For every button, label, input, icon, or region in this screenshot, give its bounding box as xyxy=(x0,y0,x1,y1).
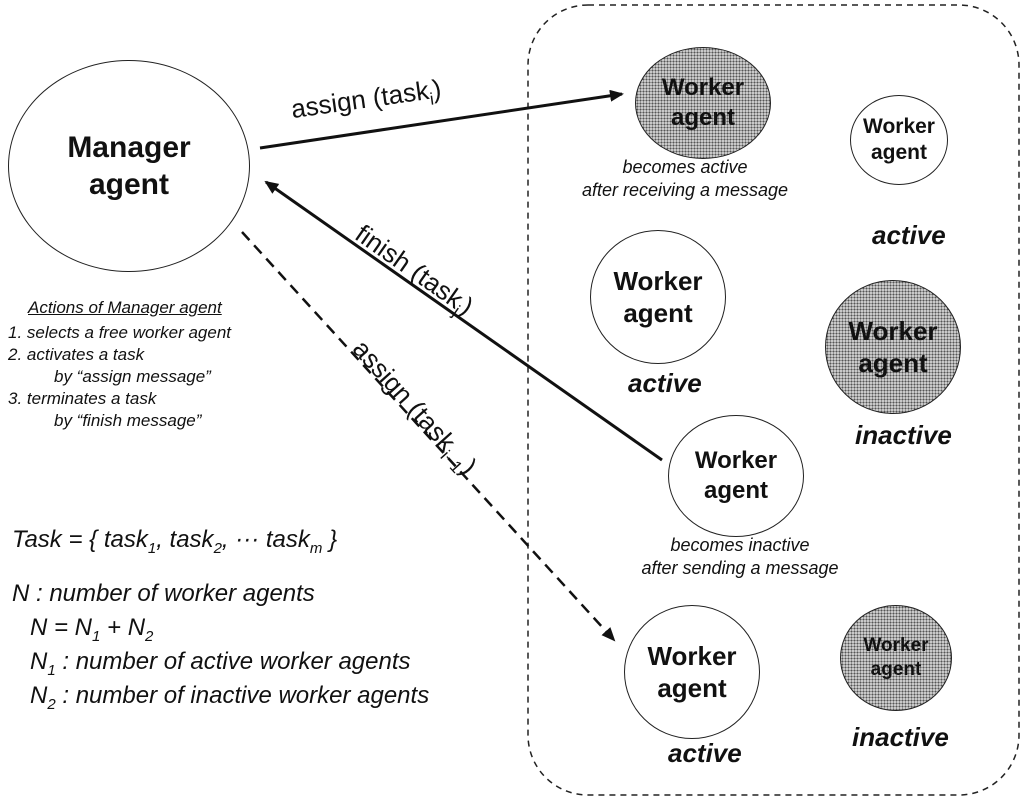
worker-agent: Worker agent xyxy=(668,415,804,537)
worker-label-line2: agent xyxy=(703,477,768,504)
caption-line2: after receiving a message xyxy=(581,180,789,201)
worker-caption: becomes inactive after sending a message xyxy=(595,534,885,581)
worker-label-line1: Worker xyxy=(848,315,938,346)
worker-state-label: inactive xyxy=(852,722,949,752)
assign-arrow xyxy=(259,89,624,150)
action-item: 2. activates a task xyxy=(8,345,145,365)
n-definition: N : number of worker agents xyxy=(12,580,315,607)
finish-arrow xyxy=(264,180,663,462)
action-item: 1. selects a free worker agent xyxy=(8,323,232,342)
n-equation: N = N1 + N2 xyxy=(30,614,154,645)
worker-label-line2: agent xyxy=(670,104,735,131)
worker-label-line2: agent xyxy=(623,298,693,328)
actions-title: Actions of Manager agent xyxy=(28,298,222,317)
worker-label-line1: Worker xyxy=(863,114,935,138)
worker-state-label: active xyxy=(668,738,742,768)
worker-label-line1: Worker xyxy=(661,74,745,101)
action-item-detail: by “assign message” xyxy=(54,367,211,387)
worker-agent: Worker agent xyxy=(590,230,726,364)
n1-definition: N1 : number of active worker agents xyxy=(30,648,411,679)
worker-pool-boundary xyxy=(527,4,1020,796)
caption-line2: after sending a message xyxy=(641,558,839,579)
caption-line1: becomes active xyxy=(622,157,748,177)
worker-label-line2: agent xyxy=(870,659,922,680)
assign-previous-arrow xyxy=(241,231,616,642)
worker-state-label: active xyxy=(872,220,946,250)
manager-agent-label: Manager agent xyxy=(67,129,190,204)
worker-label-line2: agent xyxy=(657,673,727,703)
worker-agent: Worker agent xyxy=(624,605,760,739)
manager-agent: Manager agent xyxy=(8,60,250,272)
manager-name-line2: agent xyxy=(88,168,169,201)
worker-caption: becomes active after receiving a message xyxy=(540,156,830,203)
worker-label-line1: Worker xyxy=(694,447,778,474)
manager-name-line1: Manager xyxy=(67,130,191,164)
worker-agent: Worker agent xyxy=(840,605,952,711)
worker-label-line2: agent xyxy=(858,348,928,378)
task-definition: Task = { task1, task2, ··· taskm } xyxy=(12,526,338,557)
manager-actions-list: Actions of Manager agent 1. selects a fr… xyxy=(8,298,231,432)
worker-agent: Worker agent xyxy=(850,95,948,185)
worker-label-line1: Worker xyxy=(863,635,929,657)
caption-line1: becomes inactive xyxy=(670,535,810,555)
worker-label-line1: Worker xyxy=(647,640,737,671)
worker-state-label: active xyxy=(628,368,702,398)
action-item-detail: by “finish message” xyxy=(54,411,202,431)
worker-state-label: inactive xyxy=(855,420,952,450)
worker-agent: Worker agent xyxy=(825,280,961,414)
n2-definition: N2 : number of inactive worker agents xyxy=(30,682,430,713)
worker-label-line1: Worker xyxy=(613,265,703,296)
worker-label-line2: agent xyxy=(870,141,927,164)
worker-agent: Worker agent xyxy=(635,47,771,159)
action-item: 3. terminates a task xyxy=(8,389,157,409)
